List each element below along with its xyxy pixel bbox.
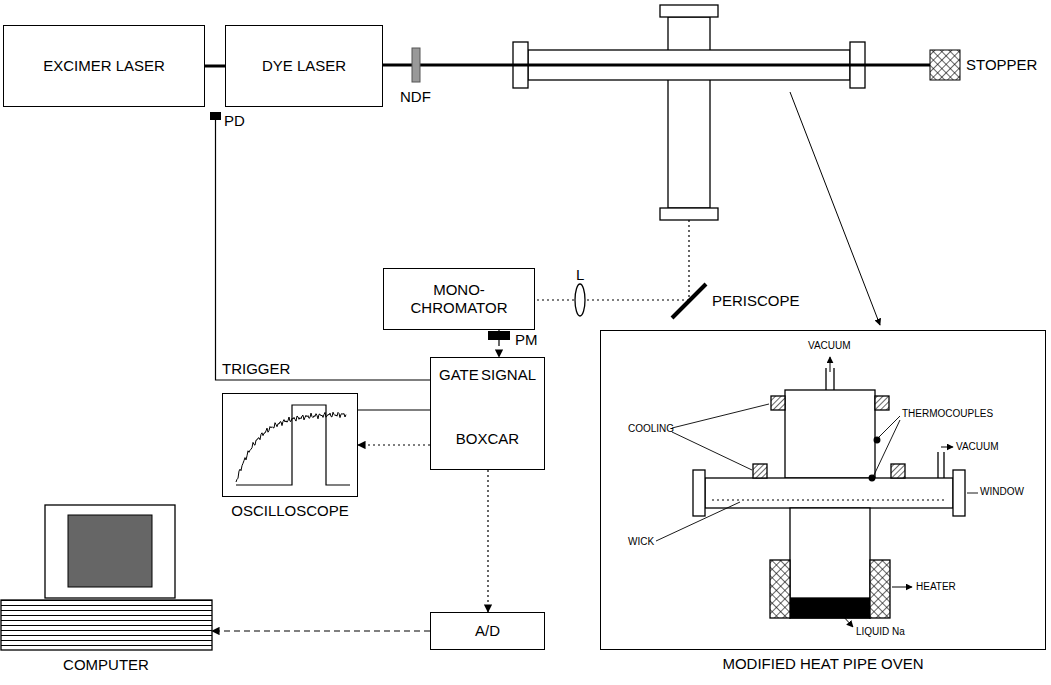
scope-trace xyxy=(236,412,346,482)
part-label: HEATER xyxy=(916,581,956,593)
node-text: EXCIMER LASER xyxy=(43,57,165,75)
drawing-part xyxy=(660,5,718,17)
drawing-part xyxy=(656,502,740,541)
part-label: VACUUM xyxy=(956,441,999,453)
filter-symbol xyxy=(412,48,420,82)
part-label: VACUUM xyxy=(808,340,851,352)
drawing-part xyxy=(825,368,826,390)
oscilloscope-box: OSCILLOSCOPE xyxy=(222,393,358,497)
drawing-part xyxy=(1,600,212,650)
boxcar-box: GATESIGNAL BOXCAR xyxy=(430,357,545,470)
photodiode xyxy=(210,112,221,120)
drawing-part xyxy=(771,396,785,410)
drawing-part xyxy=(833,368,834,390)
drawing-part xyxy=(830,357,831,372)
drawing-part xyxy=(892,587,912,588)
converter-box: A/D xyxy=(430,612,545,650)
component-label: L xyxy=(576,266,584,284)
drawing-part xyxy=(705,478,953,508)
component-label: PD xyxy=(224,112,245,130)
signal-connector xyxy=(487,470,488,612)
node-text: DYE LASER xyxy=(262,57,346,75)
node-text: MONO- CHROMATOR xyxy=(409,281,509,317)
laser-beam xyxy=(513,64,865,67)
drawing-part xyxy=(891,464,905,478)
laser-box: DYE LASER xyxy=(225,25,383,107)
node-text: COMPUTER xyxy=(63,656,149,674)
drawing-part xyxy=(668,17,710,208)
node-text: SIGNAL xyxy=(481,366,536,384)
drawing-part xyxy=(874,437,880,443)
node-text: MODIFIED HEAT PIPE OVEN xyxy=(722,655,923,673)
drawing-part xyxy=(790,598,870,618)
fluorescence-path xyxy=(535,220,689,300)
component-label: NDF xyxy=(400,88,431,106)
part-label: COOLING xyxy=(628,423,674,435)
part-label: LIQUID Na xyxy=(856,626,905,638)
drawing-part xyxy=(953,470,965,516)
drawing-part xyxy=(660,208,718,220)
lens xyxy=(575,284,585,316)
component-label: PM xyxy=(515,331,538,349)
computer-drawing xyxy=(1,505,212,650)
component-label: STOPPER xyxy=(966,56,1037,74)
drawing-part xyxy=(967,493,978,494)
cross-cell xyxy=(513,5,865,220)
drawing-part xyxy=(672,432,752,470)
part-label: THERMOCOUPLES xyxy=(902,408,993,420)
beam-stopper xyxy=(930,50,960,80)
signal-connector xyxy=(498,330,499,357)
computer-node: COMPUTER xyxy=(0,505,212,650)
node-text: OSCILLOSCOPE xyxy=(231,502,349,520)
monochromator-box: MONO- CHROMATOR xyxy=(383,268,535,330)
signal-label: TRIGGER xyxy=(222,360,290,378)
part-label: WINDOW xyxy=(980,486,1024,498)
heat-pipe-oven xyxy=(656,357,978,627)
laser-beam xyxy=(383,64,930,67)
drawing-part xyxy=(869,475,875,481)
part-label: WICK xyxy=(628,536,654,548)
drawing-part xyxy=(875,396,889,410)
drawing-part xyxy=(785,390,875,478)
drawing-part xyxy=(790,508,870,618)
drawing-part xyxy=(753,464,767,478)
signal-connector xyxy=(358,444,430,445)
zoom-arrow xyxy=(790,92,880,325)
laser-box: EXCIMER LASER xyxy=(3,25,205,107)
drawing-part xyxy=(870,560,890,618)
gate-pulse xyxy=(236,405,350,485)
drawing-part xyxy=(693,470,705,516)
node-text: GATE xyxy=(439,366,479,384)
node-text: BOXCAR xyxy=(456,430,519,448)
signal-connector xyxy=(212,630,430,631)
component-label: PERISCOPE xyxy=(712,292,800,310)
drawing-part xyxy=(770,560,790,618)
signal-connector xyxy=(358,409,430,410)
drawing-part xyxy=(937,452,938,478)
drawing-part xyxy=(943,452,944,478)
drawing-part xyxy=(45,505,175,598)
drawing-part xyxy=(874,420,900,475)
inset-panel: MODIFIED HEAT PIPE OVEN xyxy=(600,330,1046,650)
node-text: A/D xyxy=(475,622,500,640)
trigger-wire xyxy=(216,120,431,380)
periscope-mirror xyxy=(672,284,706,318)
signal-connector xyxy=(205,65,225,68)
drawing-part xyxy=(842,615,853,627)
drawing-part xyxy=(712,499,946,500)
drawing-part xyxy=(672,404,769,428)
drawing-part xyxy=(941,447,953,448)
drawing-part xyxy=(68,515,152,587)
